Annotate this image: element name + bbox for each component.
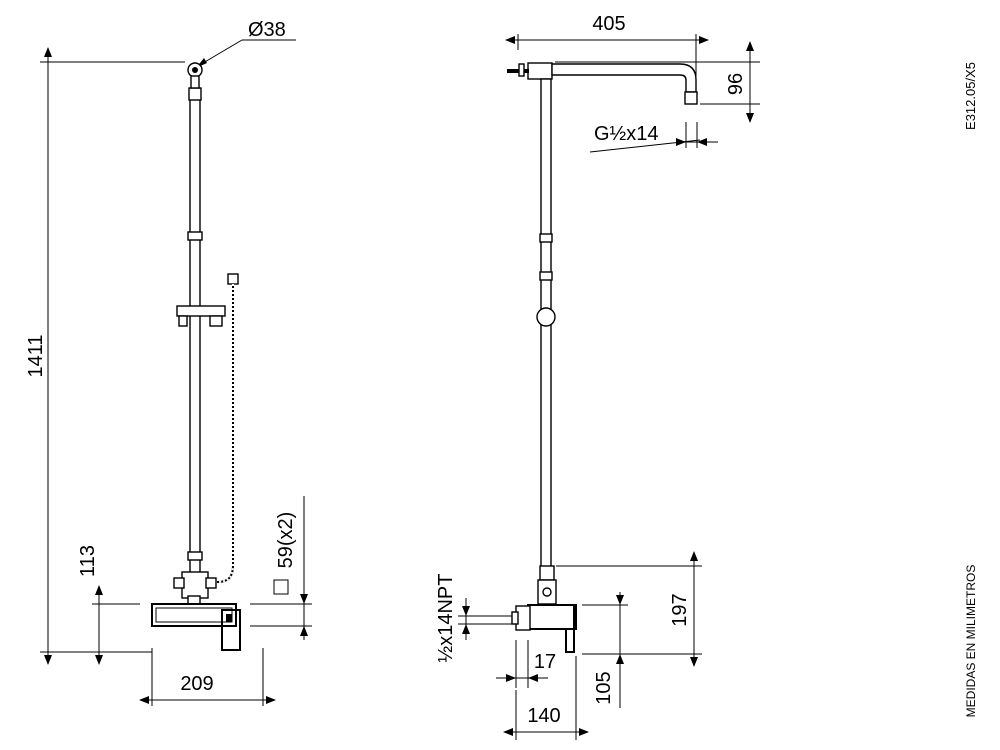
total-height-label: 1411	[25, 334, 47, 377]
square-fitting-label: 59(x2)	[275, 512, 297, 569]
head-diameter-label: Ø38	[248, 19, 286, 41]
dimension-upper-connection: 197	[556, 551, 702, 667]
drawing-code: E312.05/X5	[963, 62, 978, 130]
inlet-offset-label: 17	[534, 651, 556, 673]
upper-connection-label: 197	[669, 593, 691, 626]
lower-connection-label: 105	[593, 671, 615, 704]
arm-length-label: 405	[592, 13, 625, 35]
dimension-total-height: 1411	[25, 47, 185, 665]
front-view: 1411 113 209 Ø38	[25, 19, 312, 706]
dimension-arm-length: 405	[505, 13, 709, 104]
inlet-thread-label: ½x14NPT	[435, 574, 457, 663]
shower-arm	[507, 62, 698, 105]
dimension-head-diameter: Ø38	[196, 19, 296, 68]
diverter-valve	[173, 571, 217, 605]
dimension-lower-connection: 105	[582, 592, 628, 708]
dimension-inlet-thread: ½x14NPT	[435, 574, 512, 663]
dimension-square-fitting: 59(x2)	[250, 496, 312, 640]
dimension-body-depth: 140	[503, 656, 589, 740]
dimension-thread-head: G½x14	[589, 122, 718, 153]
shower-hose	[208, 273, 239, 583]
mixer-body	[151, 603, 241, 651]
side-view: 405 96 G½x14	[435, 13, 760, 740]
dimension-mixer-projection: 209	[139, 648, 276, 706]
dimension-arm-drop: 96	[555, 41, 760, 123]
units-note: MEDIDAS EN MILIMETROS	[964, 565, 978, 718]
body-depth-label: 140	[527, 705, 560, 727]
mixer-side	[511, 565, 577, 653]
mixer-projection-label: 209	[180, 673, 213, 695]
wall-mount-label: 113	[77, 545, 99, 577]
dimension-wall-mount: 113	[77, 545, 140, 665]
thread-head-label: G½x14	[594, 123, 658, 145]
dimension-inlet-offset: 17	[496, 640, 556, 688]
slider-bracket	[176, 305, 226, 327]
arm-drop-label: 96	[725, 73, 747, 95]
